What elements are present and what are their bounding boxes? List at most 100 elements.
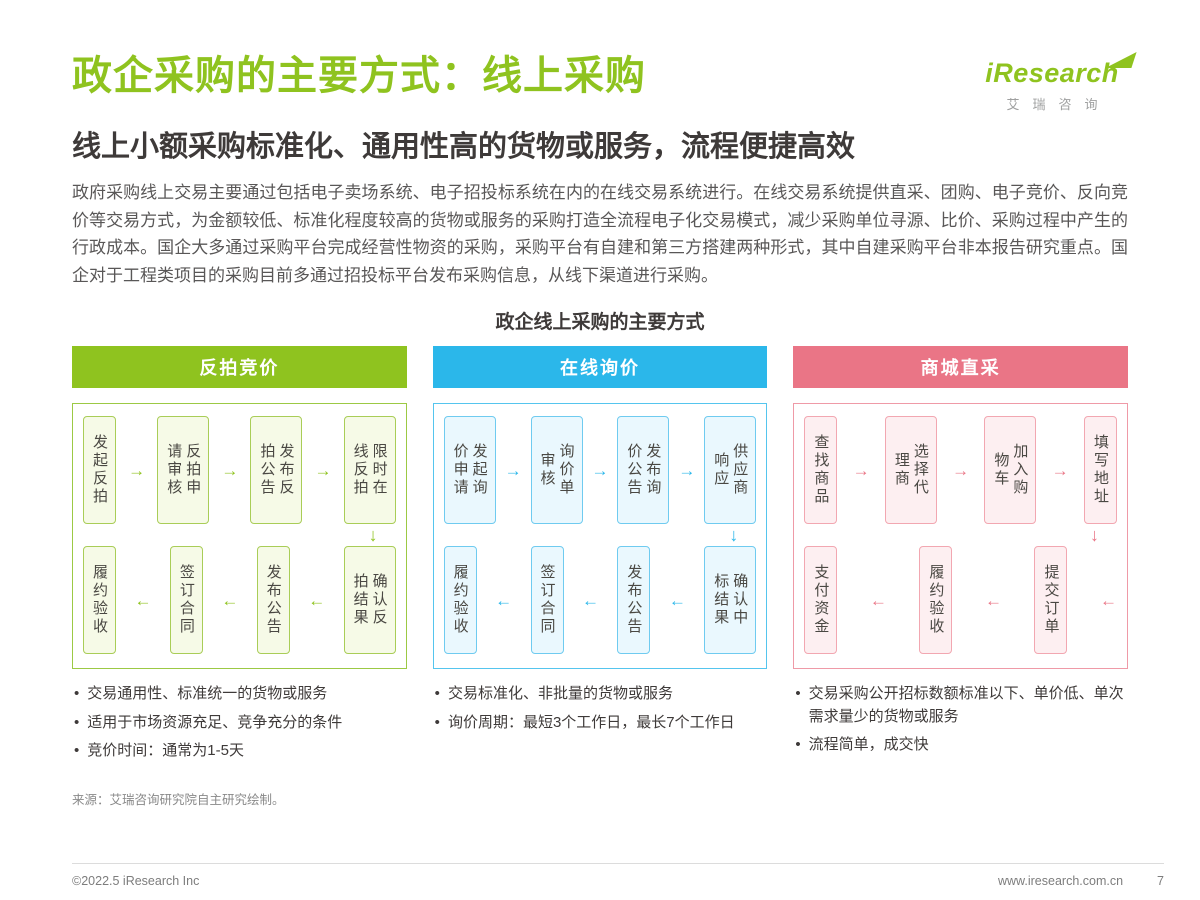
flow-step: 支付资金 xyxy=(804,546,838,655)
arrow-right-icon: → xyxy=(852,460,870,480)
flow-step: 提交订单 xyxy=(1034,546,1068,655)
flow-step: 发起反拍 xyxy=(83,416,116,525)
intro-paragraph: 政府采购线上交易主要通过包括电子卖场系统、电子招投标系统在内的在线交易系统进行。… xyxy=(72,183,1128,285)
bullet-icon: • xyxy=(434,685,440,703)
arrow-left-icon: ← xyxy=(581,590,599,610)
flow-step: 发布公告 xyxy=(617,546,651,655)
flow-bottom-row: 履约验收 ← 签订合同 ← 发布公告 ← 确认反 拍结果 xyxy=(83,546,396,655)
column-reverse-auction: 反拍竞价 发起反拍 → 反拍申 请审核 → 发布反 拍公告 → 限时在 线反拍 … xyxy=(72,346,407,769)
arrow-left-icon: ← xyxy=(134,590,152,610)
bullet-icon: • xyxy=(74,713,80,731)
arrow-right-icon: → xyxy=(1051,460,1069,480)
flow-step: 确认中 标结果 xyxy=(704,546,757,655)
flow-step: 限时在 线反拍 xyxy=(343,416,396,525)
flow-top-row: 查找商品 → 选择代 理商 → 加入购 物车 → 填写地址 xyxy=(804,416,1117,525)
flow-step: 供应商 响应 xyxy=(704,416,757,525)
flow-step: 履约验收 xyxy=(443,546,477,655)
flow-step: 反拍申 请审核 xyxy=(157,416,210,525)
bullet-item: • 交易通用性、标准统一的货物或服务 xyxy=(74,683,405,706)
footer-copyright: ©2022.5 iResearch Inc xyxy=(72,874,200,888)
flow-connector-row: ↓ xyxy=(804,524,1117,546)
footer-right-group: www.iresearch.com.cn 7 xyxy=(998,874,1164,888)
bullet-item: • 交易采购公开招标数额标准以下、单价低、单次需求量少的货物或服务 xyxy=(795,683,1126,728)
bullet-text: 交易采购公开招标数额标准以下、单价低、单次需求量少的货物或服务 xyxy=(808,685,1124,725)
arrow-left-icon: ← xyxy=(869,590,887,610)
flow-step: 确认反 拍结果 xyxy=(343,546,396,655)
bullet-item: • 交易标准化、非批量的货物或服务 xyxy=(435,683,766,706)
arrow-left-icon: ← xyxy=(1100,590,1117,610)
flow-step: 发起询 价申请 xyxy=(443,416,496,525)
flow-step: 履约验收 xyxy=(83,546,116,655)
bullet-icon: • xyxy=(74,742,80,760)
flow-step: 查找商品 xyxy=(804,416,838,525)
page-number: 7 xyxy=(1157,874,1164,888)
flow-chart-reverse-auction: 发起反拍 → 反拍申 请审核 → 发布反 拍公告 → 限时在 线反拍 ↓ 履约验… xyxy=(72,403,407,670)
iresearch-logo: iResearch 艾瑞咨询 xyxy=(976,52,1137,113)
bullet-text: 适用于市场资源充足、竞争充分的条件 xyxy=(87,713,343,731)
page-header: 政企采购的主要方式：线上采购 iResearch 艾瑞咨询 xyxy=(72,0,1137,113)
arrow-left-icon: ← xyxy=(221,590,239,610)
arrow-left-icon: ← xyxy=(308,590,326,610)
bullet-icon: • xyxy=(74,685,80,703)
arrow-right-icon: → xyxy=(952,460,970,480)
logo-brand-text: iResearch xyxy=(985,58,1119,88)
column-header-mall-direct-purchase: 商城直采 xyxy=(793,346,1129,389)
column-mall-direct-purchase: 商城直采 查找商品 → 选择代 理商 → 加入购 物车 → 填写地址 ↓ xyxy=(793,346,1129,769)
flow-chart-mall-direct-purchase: 查找商品 → 选择代 理商 → 加入购 物车 → 填写地址 ↓ 支付资金 ← xyxy=(793,403,1129,670)
flow-step: 选择代 理商 xyxy=(884,416,937,525)
flow-step: 发布反 拍公告 xyxy=(250,416,303,525)
bullet-item: • 流程简单，成交快 xyxy=(795,734,1126,757)
bullet-text: 竞价时间：通常为1-5天 xyxy=(87,742,244,760)
flow-step: 签订合同 xyxy=(530,546,564,655)
flow-top-row: 发起反拍 → 反拍申 请审核 → 发布反 拍公告 → 限时在 线反拍 xyxy=(83,416,396,525)
arrow-left-icon: ← xyxy=(668,590,686,610)
arrow-down-icon: ↓ xyxy=(1090,525,1100,546)
bullet-icon: • xyxy=(795,736,801,754)
flow-step: 签订合同 xyxy=(169,546,203,655)
bullet-item: • 竞价时间：通常为1-5天 xyxy=(74,740,405,763)
page-footer: ©2022.5 iResearch Inc www.iresearch.com.… xyxy=(72,863,1164,888)
arrow-right-icon: → xyxy=(314,460,332,480)
column-header-online-inquiry: 在线询价 xyxy=(432,346,768,389)
bullet-item: • 询价周期：最短3个工作日，最长7个工作日 xyxy=(435,712,766,735)
bullet-item: • 适用于市场资源充足、竞争充分的条件 xyxy=(74,712,405,735)
flow-step: 填写地址 xyxy=(1083,416,1117,525)
bullet-icon: • xyxy=(434,713,440,731)
bullet-text: 流程简单，成交快 xyxy=(808,736,929,754)
column-online-inquiry: 在线询价 发起询 价申请 → 询价单 审核 → 发布询 价公告 → 供应商 响应… xyxy=(432,346,768,769)
flow-connector-row: ↓ xyxy=(444,524,757,546)
arrow-right-icon: → xyxy=(504,460,522,480)
arrow-down-icon: ↓ xyxy=(368,525,378,546)
flow-step: 询价单 审核 xyxy=(530,416,583,525)
bullet-icon: • xyxy=(795,685,801,703)
flow-top-row: 发起询 价申请 → 询价单 审核 → 发布询 价公告 → 供应商 响应 xyxy=(443,416,757,525)
bullet-list: • 交易采购公开招标数额标准以下、单价低、单次需求量少的货物或服务 • 流程简单… xyxy=(795,683,1126,757)
arrow-right-icon: → xyxy=(678,460,696,480)
column-header-reverse-auction: 反拍竞价 xyxy=(72,346,407,389)
logo-caption: 艾瑞咨询 xyxy=(1006,97,1111,112)
flow-chart-online-inquiry: 发起询 价申请 → 询价单 审核 → 发布询 价公告 → 供应商 响应 ↓ 履约… xyxy=(432,403,768,670)
page-subtitle: 线上小额采购标准化、通用性高的货物或服务，流程便捷高效 xyxy=(72,131,856,163)
bullet-text: 交易通用性、标准统一的货物或服务 xyxy=(87,685,328,703)
arrow-right-icon: → xyxy=(221,460,239,480)
flow-step: 发布询 价公告 xyxy=(617,416,670,525)
bullet-text: 询价周期：最短3个工作日，最长7个工作日 xyxy=(447,713,735,731)
arrow-left-icon: ← xyxy=(495,590,513,610)
diagram-columns: 反拍竞价 发起反拍 → 反拍申 请审核 → 发布反 拍公告 → 限时在 线反拍 … xyxy=(72,346,1129,769)
flow-step: 履约验收 xyxy=(919,546,953,655)
footer-website: www.iresearch.com.cn xyxy=(998,874,1124,888)
flow-step: 加入购 物车 xyxy=(984,416,1037,525)
flow-step: 发布公告 xyxy=(256,546,290,655)
arrow-right-icon: → xyxy=(128,460,146,480)
bullet-text: 交易标准化、非批量的货物或服务 xyxy=(447,685,673,703)
arrow-down-icon: ↓ xyxy=(729,525,739,546)
page-title: 政企采购的主要方式：线上采购 xyxy=(72,54,646,98)
bullet-list: • 交易标准化、非批量的货物或服务 • 询价周期：最短3个工作日，最长7个工作日 xyxy=(435,683,766,734)
bullet-list: • 交易通用性、标准统一的货物或服务 • 适用于市场资源充足、竞争充分的条件 •… xyxy=(74,683,405,763)
arrow-left-icon: ← xyxy=(984,590,1002,610)
flow-bottom-row: 支付资金 ← 履约验收 ← 提交订单 ← xyxy=(804,546,1117,655)
arrow-right-icon: → xyxy=(591,460,609,480)
leaf-icon xyxy=(1105,52,1137,68)
diagram-title: 政企线上采购的主要方式 xyxy=(495,312,705,334)
